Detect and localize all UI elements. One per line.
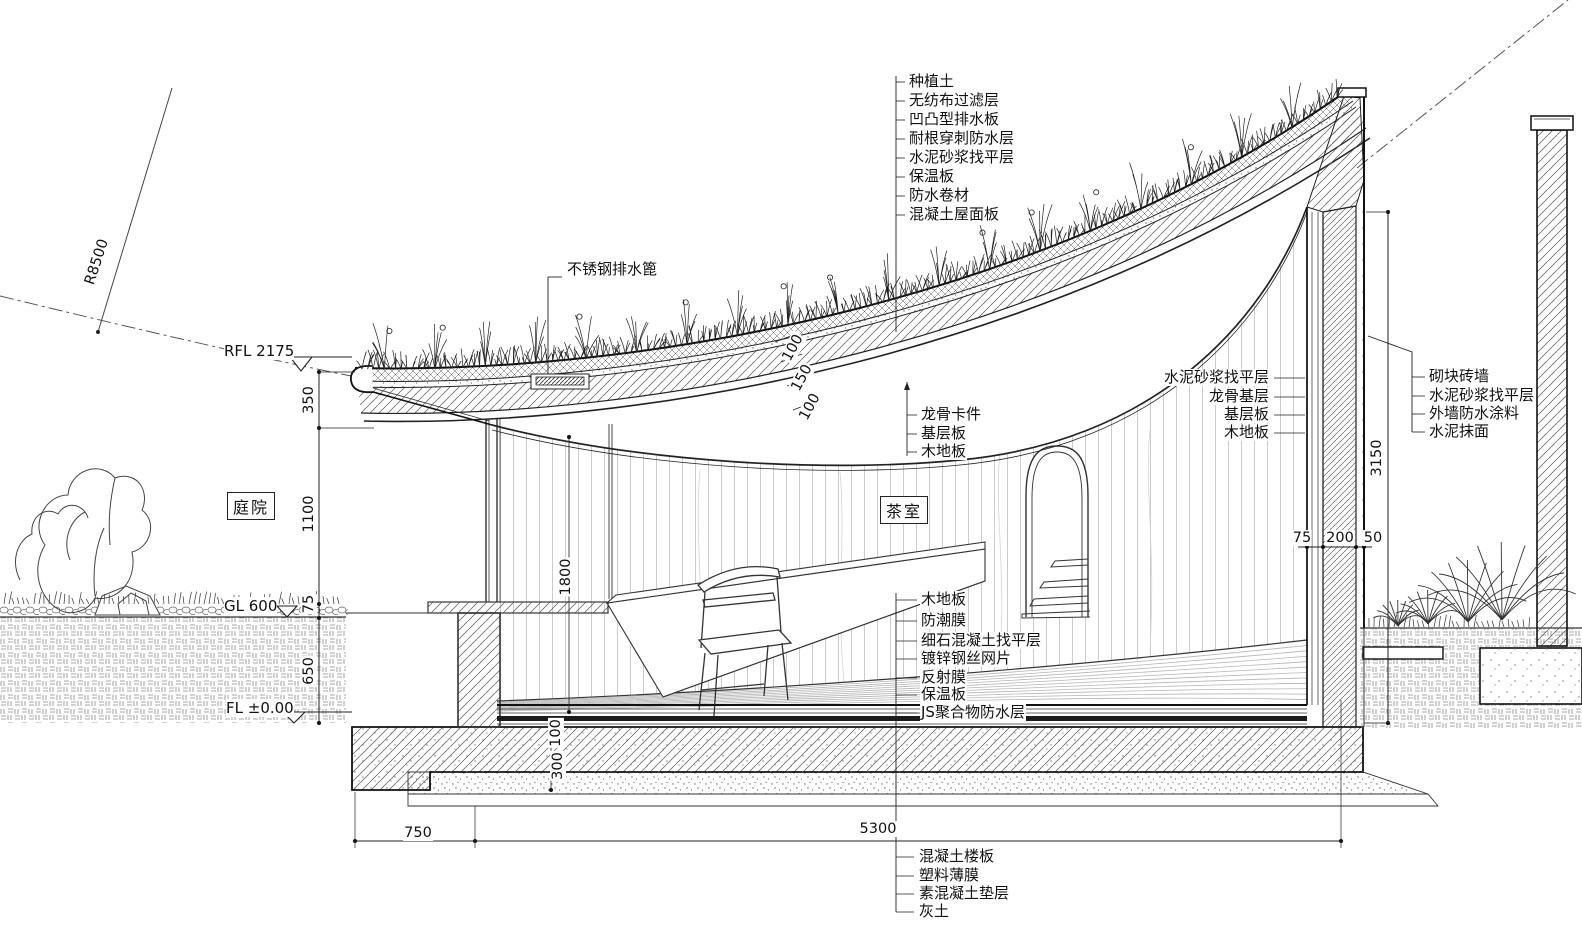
roof-radius-arc-left [0, 295, 357, 378]
arch-niche [1021, 445, 1091, 619]
setting-out-lines [0, 0, 1569, 378]
radius-leader [97, 87, 173, 333]
roof-radius-arc-right [1356, 0, 1569, 169]
parapet-cap [1337, 87, 1367, 98]
glazed-wall [427, 412, 613, 728]
wall-footing-ledge [1362, 646, 1444, 660]
rocks [94, 585, 161, 616]
rfl-marker [288, 356, 314, 372]
right-wall [1306, 87, 1367, 728]
steps [1021, 558, 1091, 619]
vegetation [3, 78, 1576, 628]
foundation [351, 726, 1439, 807]
window-sill [427, 601, 609, 614]
suspended-ceiling [491, 206, 1308, 471]
chair [697, 566, 793, 717]
generated-annotation [317, 76, 1425, 913]
upstand-wall [457, 612, 501, 728]
garden-wall [1530, 115, 1574, 647]
roof-drain [530, 373, 590, 390]
eave-gutter [350, 365, 374, 394]
garden-wall-cap [1530, 115, 1574, 131]
courtyard-ground [0, 605, 430, 723]
gl-marker [275, 605, 299, 618]
